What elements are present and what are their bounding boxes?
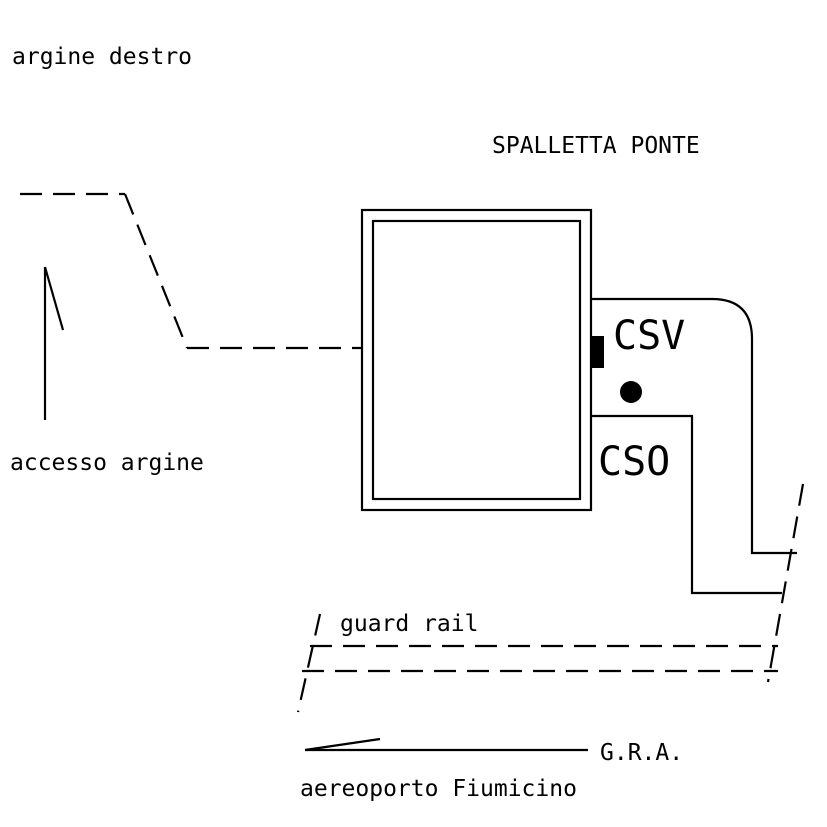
label-accesso-argine: accesso argine	[10, 450, 204, 476]
label-spalletta-ponte: SPALLETTA PONTE	[492, 133, 700, 159]
label-guard-rail: guard rail	[340, 611, 478, 637]
csv-route	[591, 297, 797, 555]
road-edge	[766, 483, 805, 683]
label-gra: G.R.A.	[600, 740, 683, 766]
label-argine-destro: argine destro	[12, 44, 192, 70]
label-cso: CSO	[598, 439, 670, 485]
cso-route	[591, 414, 782, 595]
direction-arrow-icon	[304, 737, 588, 752]
bridge-abutment-box	[360, 208, 593, 512]
embankment-access-path	[20, 192, 362, 350]
label-aeroporto-fiumicino: aereoporto Fiumicino	[300, 776, 577, 802]
guard-rail	[296, 613, 778, 713]
point-marker	[620, 381, 642, 403]
label-csv: CSV	[613, 313, 685, 359]
north-arrow-icon	[43, 266, 65, 420]
connector-block	[590, 336, 604, 368]
